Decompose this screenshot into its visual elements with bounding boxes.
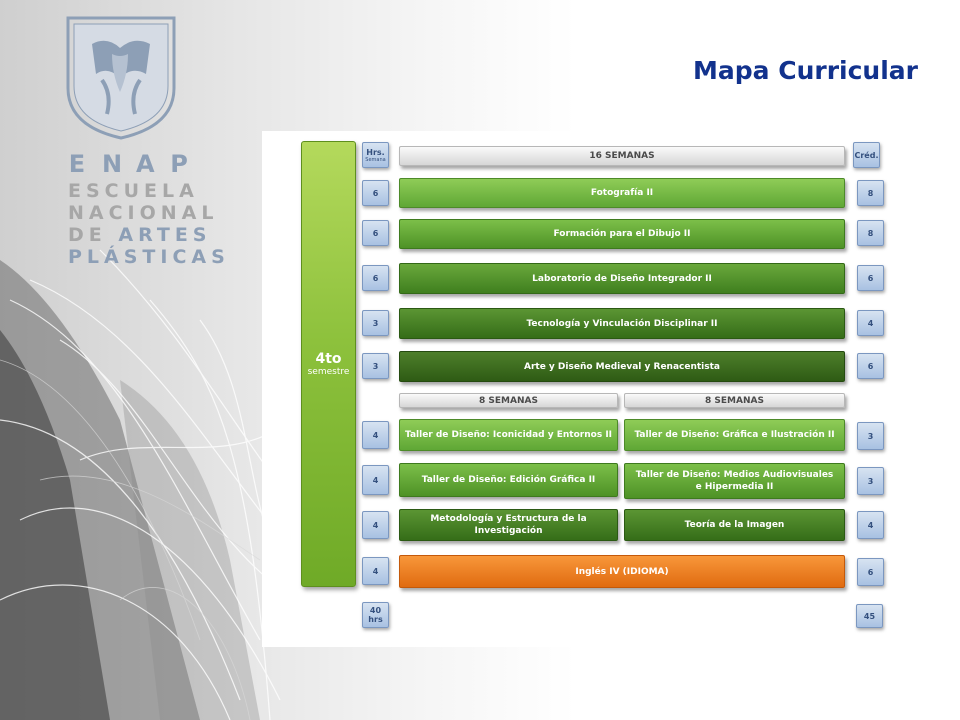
enap-letter: A (136, 150, 157, 178)
total-hours-unit: hrs (368, 615, 383, 624)
total-credits: 45 (856, 604, 883, 628)
school-line-3a: DE (68, 224, 107, 246)
school-line-1: ESCUELA (68, 180, 199, 202)
semester-column: 4to semestre (301, 141, 356, 587)
course-credits: 4 (857, 511, 884, 539)
course-credits: 3 (857, 422, 884, 450)
semester-sublabel: semestre (307, 367, 350, 377)
semester-label: 4to (315, 351, 342, 367)
course-hours: 6 (362, 180, 389, 206)
school-line-3: DE ARTES (68, 224, 230, 246)
course-credits: 4 (857, 310, 884, 336)
course-credits: 3 (857, 467, 884, 495)
school-line-4: PLÁSTICAS (68, 246, 230, 268)
credits-header: Créd. (853, 142, 880, 168)
course-bar: Teoría de la Imagen (624, 509, 845, 541)
weeks-header-left: 8 SEMANAS (399, 393, 618, 408)
course-bar: Taller de Diseño: Iconicidad y Entornos … (399, 419, 618, 451)
course-credits: 6 (857, 265, 884, 291)
course-hours: 4 (362, 511, 389, 539)
course-credits: 8 (857, 220, 884, 246)
course-hours: 6 (362, 220, 389, 246)
language-course-bar: Inglés IV (IDIOMA) (399, 555, 845, 588)
slide-title: Mapa Curricular (693, 56, 918, 85)
course-bar: Metodología y Estructura de la Investiga… (399, 509, 618, 541)
course-hours: 3 (362, 353, 389, 379)
course-credits: 6 (857, 353, 884, 379)
weeks-header-right: 8 SEMANAS (624, 393, 845, 408)
enap-letter: P (170, 150, 190, 178)
course-hours: 3 (362, 310, 389, 336)
course-bar: Taller de Diseño: Edición Gráfica II (399, 463, 618, 497)
total-hours-number: 40 (369, 606, 382, 615)
course-credits: 8 (857, 180, 884, 206)
enap-acronym: E N A P (68, 150, 190, 178)
course-bar-line-1: Taller de Diseño: Medios Audiovisuales (635, 470, 834, 480)
course-bar: Fotografía II (399, 178, 845, 208)
course-bar: Taller de Diseño: Medios Audiovisuales e… (624, 463, 845, 499)
hours-header: Hrs. Semana (362, 142, 389, 168)
hours-header-label: Hrs. (366, 147, 385, 157)
total-hours: 40 hrs (362, 602, 389, 628)
hours-header-sublabel: Semana (365, 156, 386, 163)
course-bar: Laboratorio de Diseño Integrador II (399, 263, 845, 294)
enap-letter: N (102, 150, 125, 178)
course-hours: 4 (362, 557, 389, 585)
school-name: ESCUELA NACIONAL DE ARTES PLÁSTICAS (68, 180, 230, 268)
course-credits: 6 (857, 558, 884, 586)
school-line-2: NACIONAL (68, 202, 219, 224)
course-hours: 4 (362, 465, 389, 495)
enap-letter: E (68, 150, 88, 178)
course-hours: 6 (362, 265, 389, 291)
course-bar: Arte y Diseño Medieval y Renacentista (399, 351, 845, 382)
course-hours: 4 (362, 421, 389, 449)
course-bar: Taller de Diseño: Gráfica e Ilustración … (624, 419, 845, 451)
weeks-header-full: 16 SEMANAS (399, 146, 845, 166)
course-bar: Formación para el Dibujo II (399, 219, 845, 249)
course-bar-line-2: e Hipermedia II (695, 482, 774, 492)
course-bar: Tecnología y Vinculación Disciplinar II (399, 308, 845, 339)
unam-logo (66, 16, 176, 140)
school-line-3b: ARTES (118, 224, 212, 246)
